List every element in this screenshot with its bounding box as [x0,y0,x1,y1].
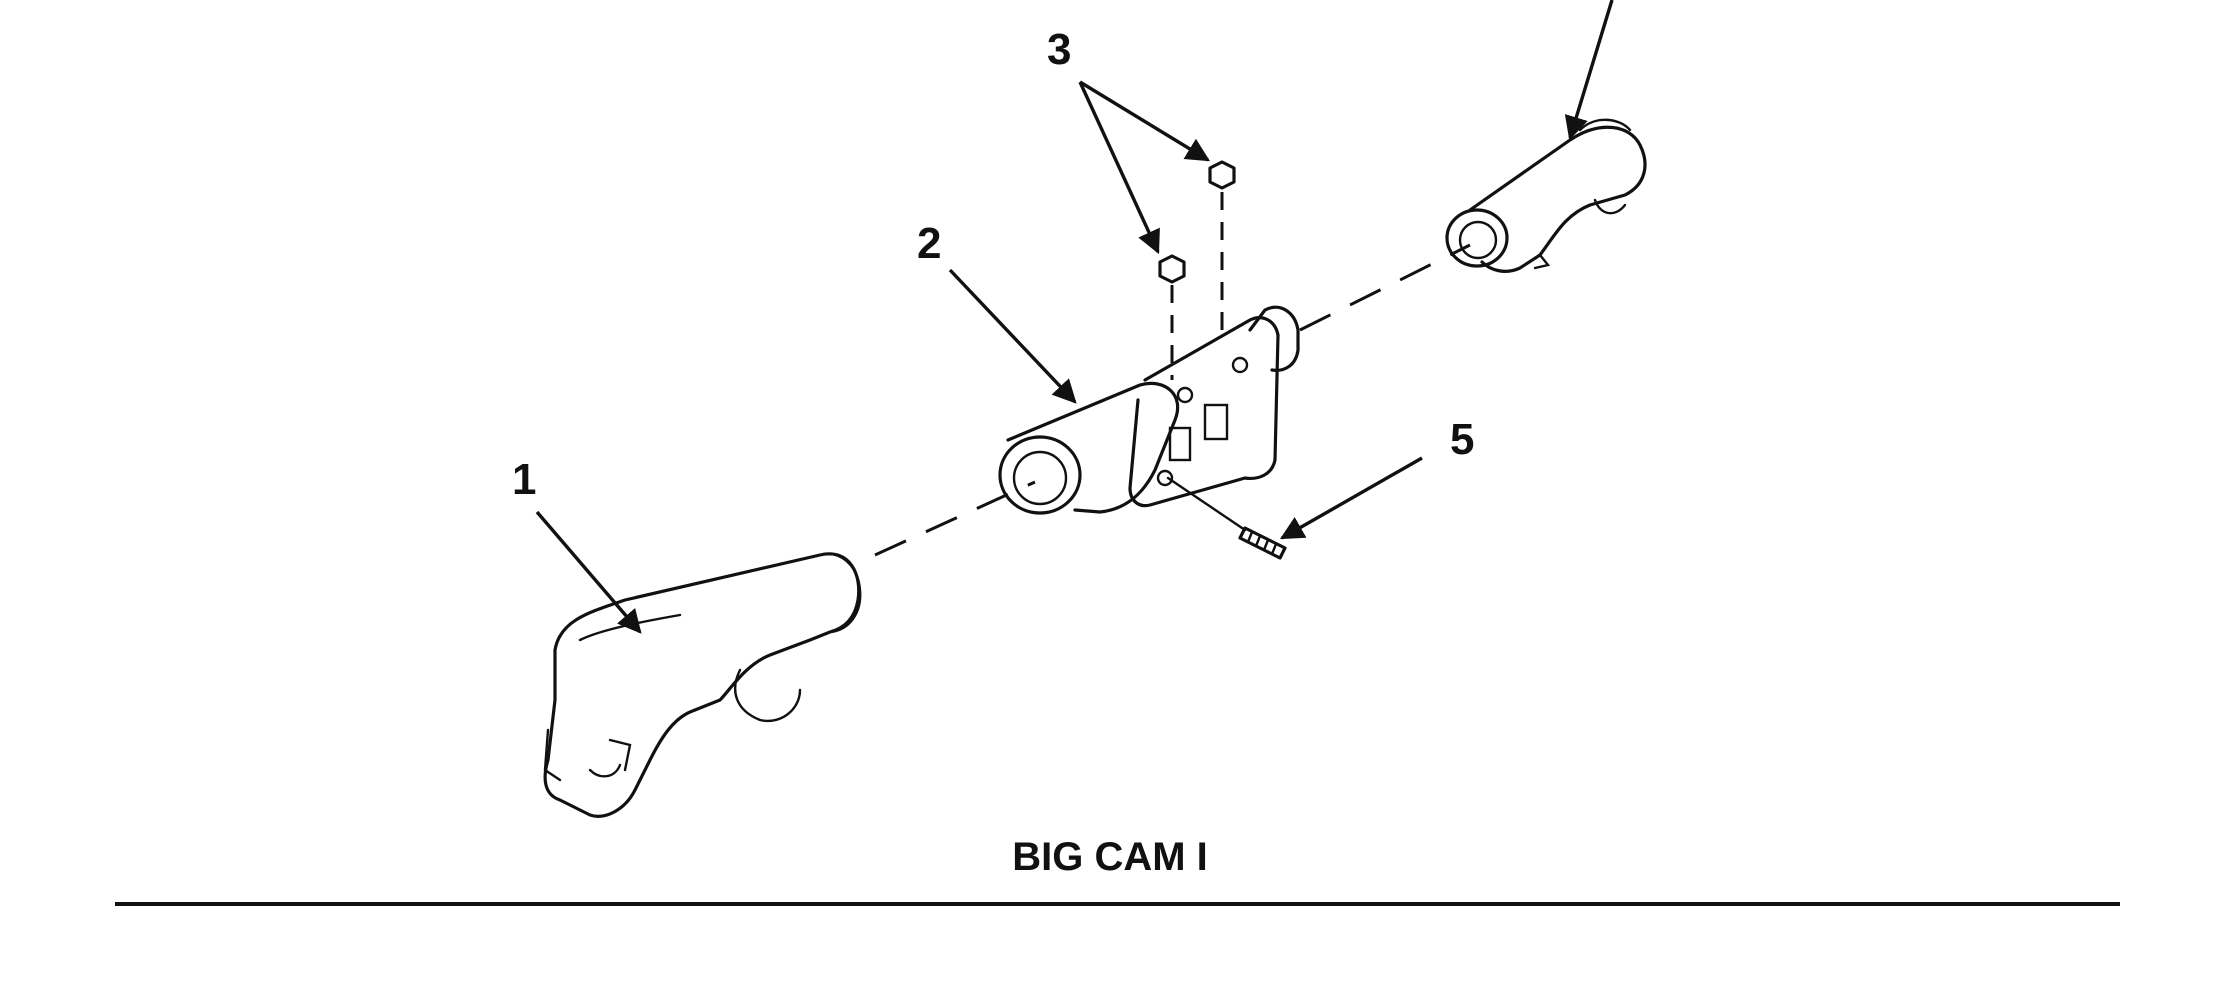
leader-3a [1078,81,1160,255]
leader-5 [1279,456,1423,540]
assembly-centerline-left [874,480,1036,557]
front-manifold-section [543,552,862,818]
leader-2 [948,268,1077,404]
capscrew [1166,476,1287,560]
callout-2: 2 [917,219,941,268]
leader-3b [1079,80,1211,162]
leader-4 [1564,0,1614,141]
callout-1: 1 [512,455,536,504]
mounting-nuts [1158,160,1236,380]
leader-1 [535,510,642,634]
rear-manifold-section [1445,118,1647,273]
assembly-centerline-right [1299,243,1471,332]
figure-caption: BIG CAM I [1012,835,1208,879]
center-manifold-section [998,305,1300,515]
callout-3: 3 [1047,25,1071,74]
callout-5: 5 [1450,415,1474,464]
